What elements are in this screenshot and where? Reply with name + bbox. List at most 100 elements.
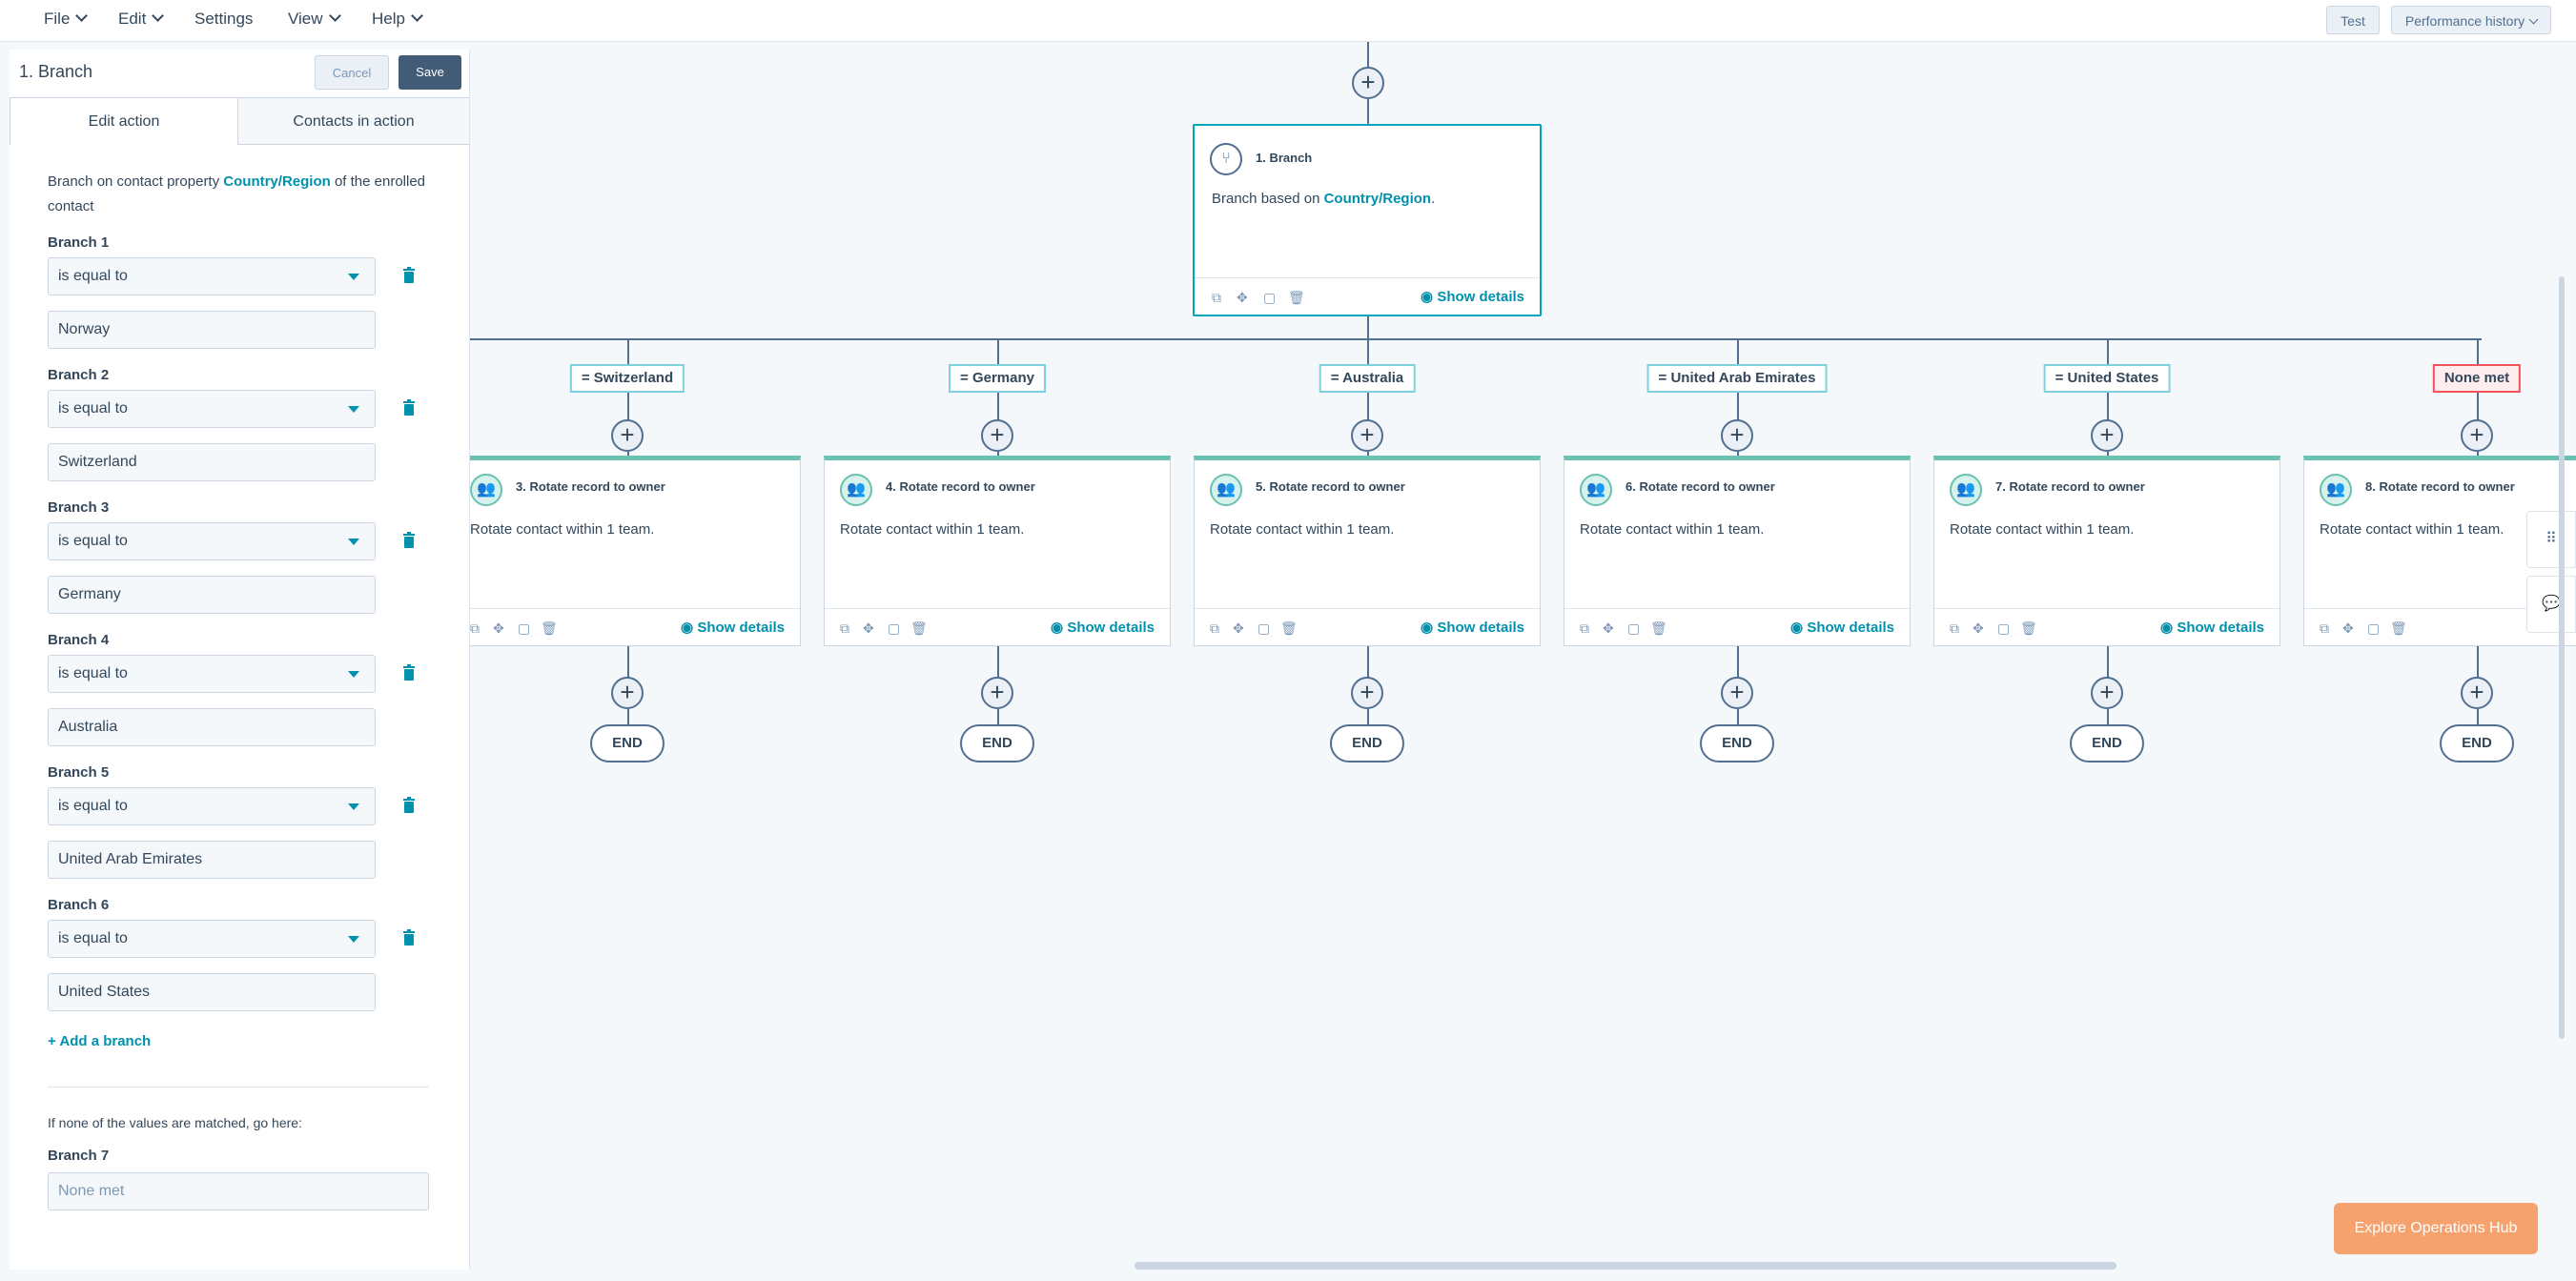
- operator-select[interactable]: is equal to: [48, 257, 376, 295]
- branch-value-input[interactable]: Switzerland: [48, 443, 376, 481]
- delete-branch-trash-icon[interactable]: [402, 267, 416, 284]
- property-link[interactable]: Country/Region: [223, 173, 331, 190]
- menu-settings[interactable]: Settings: [194, 10, 253, 29]
- branch-value-input[interactable]: United States: [48, 973, 376, 1011]
- move-icon[interactable]: ✥: [863, 620, 874, 636]
- explore-operations-hub-button[interactable]: Explore Operations Hub: [2334, 1203, 2538, 1254]
- chat-icon[interactable]: 💬: [2526, 576, 2576, 633]
- add-branch-link[interactable]: + Add a branch: [48, 1033, 152, 1049]
- add-action-plus-icon[interactable]: +: [611, 677, 644, 709]
- move-icon[interactable]: ✥: [493, 620, 504, 636]
- operator-select[interactable]: is equal to: [48, 390, 376, 428]
- operator-select[interactable]: is equal to: [48, 787, 376, 825]
- menu-edit[interactable]: Edit: [118, 10, 165, 29]
- branch-value-input[interactable]: United Arab Emirates: [48, 841, 376, 879]
- tab-contacts-in-action[interactable]: Contacts in action: [238, 97, 469, 145]
- add-action-plus-icon[interactable]: +: [611, 419, 644, 452]
- add-action-plus-icon[interactable]: +: [1351, 677, 1383, 709]
- clone-icon[interactable]: ▢: [1257, 620, 1271, 636]
- trash-icon[interactable]: 🗑: [1650, 620, 1667, 636]
- vertical-scrollbar[interactable]: [2559, 276, 2565, 1039]
- performance-history-button[interactable]: Performance history: [2391, 6, 2551, 34]
- add-action-plus-icon[interactable]: +: [1351, 419, 1383, 452]
- copy-icon[interactable]: ⧉: [1580, 620, 1589, 636]
- workflow-canvas[interactable]: + ⑂ 1. Branch Branch based on Country/Re…: [454, 42, 2576, 1271]
- tab-edit-action[interactable]: Edit action: [10, 97, 238, 145]
- connector: [997, 709, 999, 728]
- branch-value-input[interactable]: Australia: [48, 708, 376, 746]
- add-action-plus-icon[interactable]: +: [2461, 419, 2493, 452]
- menu-view[interactable]: View: [288, 10, 341, 29]
- clone-icon[interactable]: ▢: [1997, 620, 2011, 636]
- horizontal-scrollbar[interactable]: [1135, 1262, 2116, 1270]
- trash-icon[interactable]: 🗑: [541, 620, 558, 636]
- show-details-link[interactable]: ◉ Show details: [2160, 620, 2264, 636]
- test-button[interactable]: Test: [2326, 6, 2380, 34]
- menu-file[interactable]: File: [44, 10, 89, 29]
- delete-branch-trash-icon[interactable]: [402, 797, 416, 814]
- branch-node[interactable]: ⑂ 1. Branch Branch based on Country/Regi…: [1193, 124, 1542, 316]
- grid-icon[interactable]: ⠿: [2526, 511, 2576, 568]
- operator-select[interactable]: is equal to: [48, 655, 376, 693]
- add-action-plus-icon[interactable]: +: [2461, 677, 2493, 709]
- branch-7-input[interactable]: None met: [48, 1172, 429, 1210]
- copy-icon[interactable]: ⧉: [1212, 290, 1221, 305]
- branch-value-input[interactable]: Norway: [48, 311, 376, 349]
- move-icon[interactable]: ✥: [2342, 620, 2354, 636]
- top-menubar: File Edit Settings View Help Test Perfor…: [0, 0, 2576, 42]
- move-icon[interactable]: ✥: [1603, 620, 1614, 636]
- add-action-plus-icon[interactable]: +: [981, 419, 1013, 452]
- branch-label: Branch 2: [48, 367, 110, 383]
- clone-icon[interactable]: ▢: [518, 620, 531, 636]
- add-action-plus-icon[interactable]: +: [1721, 677, 1753, 709]
- delete-branch-trash-icon[interactable]: [402, 399, 416, 417]
- copy-icon[interactable]: ⧉: [840, 620, 849, 636]
- trash-icon[interactable]: 🗑: [1288, 290, 1305, 305]
- add-action-plus-icon[interactable]: +: [981, 677, 1013, 709]
- operator-select[interactable]: is equal to: [48, 920, 376, 958]
- show-details-link[interactable]: ◉ Show details: [1051, 620, 1155, 636]
- end-node: END: [2440, 724, 2514, 762]
- menu-help[interactable]: Help: [372, 10, 423, 29]
- branch-value-input[interactable]: Germany: [48, 576, 376, 614]
- clone-icon[interactable]: ▢: [1263, 290, 1277, 305]
- save-button[interactable]: Save: [399, 55, 461, 90]
- chevron-down-icon: [152, 10, 165, 22]
- delete-branch-trash-icon[interactable]: [402, 532, 416, 549]
- trash-icon[interactable]: 🗑: [2020, 620, 2037, 636]
- delete-branch-trash-icon[interactable]: [402, 664, 416, 681]
- copy-icon[interactable]: ⧉: [1210, 620, 1219, 636]
- trash-icon[interactable]: 🗑: [2390, 620, 2407, 636]
- show-details-link[interactable]: ◉ Show details: [1421, 289, 1524, 305]
- add-action-plus-icon[interactable]: +: [2091, 419, 2123, 452]
- operator-select[interactable]: is equal to: [48, 522, 376, 560]
- trash-icon[interactable]: 🗑: [910, 620, 928, 636]
- connector: [627, 393, 629, 423]
- add-action-plus-icon[interactable]: +: [1721, 419, 1753, 452]
- clone-icon[interactable]: ▢: [1627, 620, 1641, 636]
- move-icon[interactable]: ✥: [1237, 290, 1248, 305]
- show-details-label: Show details: [1437, 289, 1524, 305]
- show-details-link[interactable]: ◉ Show details: [1790, 620, 1894, 636]
- delete-branch-trash-icon[interactable]: [402, 929, 416, 946]
- trash-icon[interactable]: 🗑: [1280, 620, 1298, 636]
- cancel-button[interactable]: Cancel: [315, 55, 389, 90]
- show-details-link[interactable]: ◉ Show details: [681, 620, 785, 636]
- clone-icon[interactable]: ▢: [888, 620, 901, 636]
- copy-icon[interactable]: ⧉: [470, 620, 480, 636]
- branch-property-link[interactable]: Country/Region: [1323, 191, 1432, 207]
- move-icon[interactable]: ✥: [1233, 620, 1244, 636]
- add-action-plus-icon[interactable]: +: [2091, 677, 2123, 709]
- copy-icon[interactable]: ⧉: [2320, 620, 2329, 636]
- add-action-plus-icon[interactable]: +: [1352, 67, 1384, 99]
- move-icon[interactable]: ✥: [1973, 620, 1984, 636]
- copy-icon[interactable]: ⧉: [1950, 620, 1959, 636]
- clone-icon[interactable]: ▢: [2367, 620, 2381, 636]
- show-details-link[interactable]: ◉ Show details: [1421, 620, 1524, 636]
- action-footer: ⧉ ✥ ▢ 🗑 ◉ Show details: [1934, 608, 2280, 645]
